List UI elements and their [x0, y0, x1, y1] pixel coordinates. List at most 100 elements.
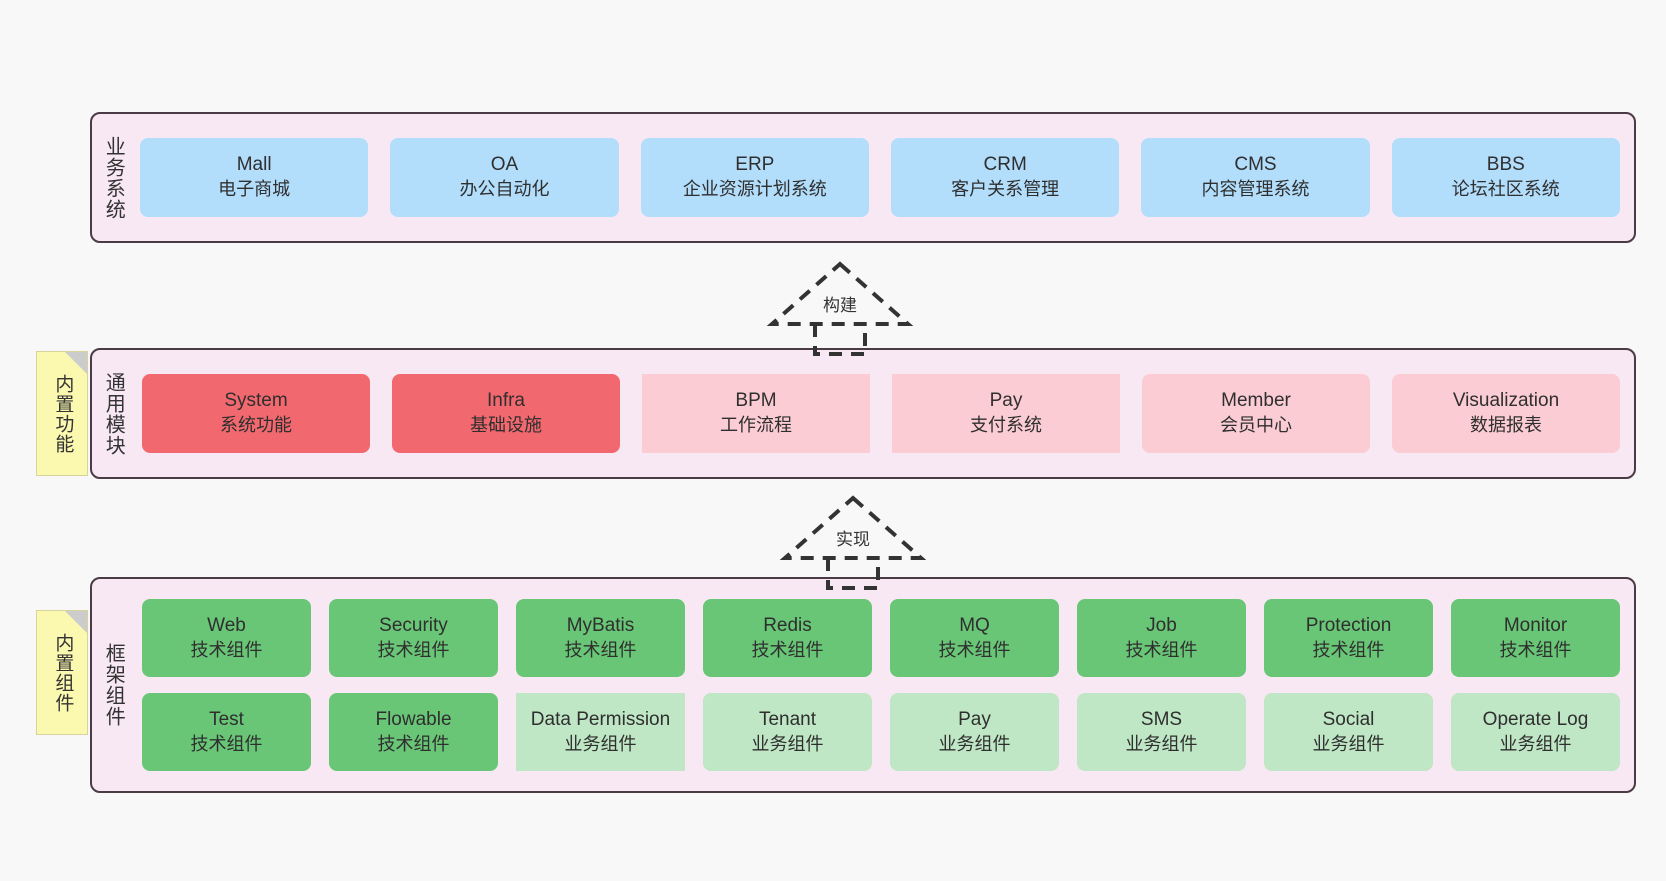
- card-subtitle: 技术组件: [564, 639, 637, 660]
- card-subtitle: 会员中心: [1220, 415, 1292, 436]
- card-bbs[interactable]: BBS 论坛社区系统: [1391, 138, 1620, 217]
- card-subtitle: 企业资源计划系统: [682, 179, 827, 200]
- card-title: CMS: [1234, 154, 1277, 176]
- card-subtitle: 技术组件: [938, 639, 1011, 660]
- card-title: Job: [1146, 614, 1177, 636]
- card-title: Test: [209, 708, 244, 730]
- card-subtitle: 业务组件: [938, 733, 1011, 754]
- sticky-note-framework-components: 内置组件: [36, 610, 88, 735]
- card-subtitle: 办公自动化: [459, 179, 550, 200]
- note-fold-icon: [65, 352, 87, 374]
- card-title: BPM: [735, 390, 777, 412]
- card-title: System: [224, 390, 288, 412]
- card-title: Security: [379, 614, 448, 636]
- card-title: Infra: [486, 390, 526, 412]
- card-title: Data Permission: [530, 708, 671, 730]
- card-web[interactable]: Web 技术组件: [142, 599, 311, 677]
- card-subtitle: 业务组件: [1125, 733, 1198, 754]
- layer-panel-framework-components: 框架组件 Web 技术组件 Security 技术组件 MyBatis 技术组件 Redis 技…: [90, 577, 1636, 793]
- layer-title-framework-components: 框架组件: [102, 643, 125, 727]
- card-title: Operate Log: [1482, 708, 1589, 730]
- card-flowable[interactable]: Flowable 技术组件: [329, 693, 498, 771]
- card-title: Pay: [989, 390, 1023, 412]
- card-title: BBS: [1486, 154, 1525, 176]
- connector-label-implement: 实现: [836, 530, 870, 549]
- card-subtitle: 技术组件: [377, 733, 450, 754]
- card-subtitle: 系统功能: [220, 415, 292, 436]
- card-title: MQ: [959, 614, 990, 636]
- card-title: Visualization: [1452, 390, 1560, 412]
- card-subtitle: 技术组件: [190, 733, 263, 754]
- card-test[interactable]: Test 技术组件: [142, 693, 311, 771]
- card-job[interactable]: Job 技术组件: [1077, 599, 1246, 677]
- card-subtitle: 业务组件: [1312, 733, 1385, 754]
- card-system[interactable]: System 系统功能: [142, 374, 370, 453]
- card-redis[interactable]: Redis 技术组件: [703, 599, 872, 677]
- card-visualization[interactable]: Visualization 数据报表: [1392, 374, 1620, 453]
- card-mybatis[interactable]: MyBatis 技术组件: [516, 599, 685, 677]
- card-subtitle: 业务组件: [1499, 733, 1572, 754]
- card-sms[interactable]: SMS 业务组件: [1077, 693, 1246, 771]
- card-subtitle: 业务组件: [564, 733, 637, 754]
- card-subtitle: 业务组件: [751, 733, 824, 754]
- card-subtitle: 工作流程: [720, 415, 792, 436]
- card-title: Flowable: [375, 708, 452, 730]
- card-security[interactable]: Security 技术组件: [329, 599, 498, 677]
- card-title: MyBatis: [566, 614, 635, 636]
- sticky-note-common-modules: 内置功能: [36, 351, 88, 476]
- card-subtitle: 技术组件: [1312, 639, 1385, 660]
- connector-arrow-build: 构建: [760, 258, 920, 358]
- card-data-permission[interactable]: Data Permission 业务组件: [516, 693, 685, 771]
- card-subtitle: 数据报表: [1470, 415, 1542, 436]
- card-title: ERP: [735, 154, 775, 176]
- card-mq[interactable]: MQ 技术组件: [890, 599, 1059, 677]
- card-cms[interactable]: CMS 内容管理系统: [1141, 138, 1370, 217]
- card-title: OA: [490, 154, 519, 176]
- card-title: Social: [1322, 708, 1375, 730]
- card-pay[interactable]: Pay 支付系统: [892, 374, 1120, 453]
- note-fold-icon: [65, 611, 87, 633]
- card-pay[interactable]: Pay 业务组件: [890, 693, 1059, 771]
- card-title: Member: [1221, 390, 1291, 412]
- layer-title-business-systems: 业务系统: [102, 135, 125, 220]
- card-erp[interactable]: ERP 企业资源计划系统: [640, 138, 869, 217]
- card-title: Protection: [1305, 614, 1392, 636]
- card-title: Tenant: [758, 708, 817, 730]
- card-title: Mall: [236, 154, 272, 176]
- card-protection[interactable]: Protection 技术组件: [1264, 599, 1433, 677]
- card-subtitle: 技术组件: [1125, 639, 1198, 660]
- card-subtitle: 技术组件: [190, 639, 263, 660]
- card-title: Web: [207, 614, 246, 636]
- card-subtitle: 支付系统: [970, 415, 1042, 436]
- connector-label-build: 构建: [823, 296, 857, 315]
- card-subtitle: 内容管理系统: [1201, 179, 1310, 200]
- card-title: Redis: [763, 614, 812, 636]
- card-title: SMS: [1140, 708, 1183, 730]
- card-member[interactable]: Member 会员中心: [1142, 374, 1370, 453]
- card-social[interactable]: Social 业务组件: [1264, 693, 1433, 771]
- card-subtitle: 论坛社区系统: [1451, 179, 1560, 200]
- card-subtitle: 技术组件: [377, 639, 450, 660]
- card-oa[interactable]: OA 办公自动化: [390, 138, 619, 217]
- card-tenant[interactable]: Tenant 业务组件: [703, 693, 872, 771]
- card-title: Monitor: [1503, 614, 1568, 636]
- card-bpm[interactable]: BPM 工作流程: [642, 374, 870, 453]
- card-subtitle: 技术组件: [751, 639, 824, 660]
- card-operate-log[interactable]: Operate Log 业务组件: [1451, 693, 1620, 771]
- card-title: Pay: [958, 708, 991, 730]
- connector-arrow-implement: 实现: [773, 492, 933, 592]
